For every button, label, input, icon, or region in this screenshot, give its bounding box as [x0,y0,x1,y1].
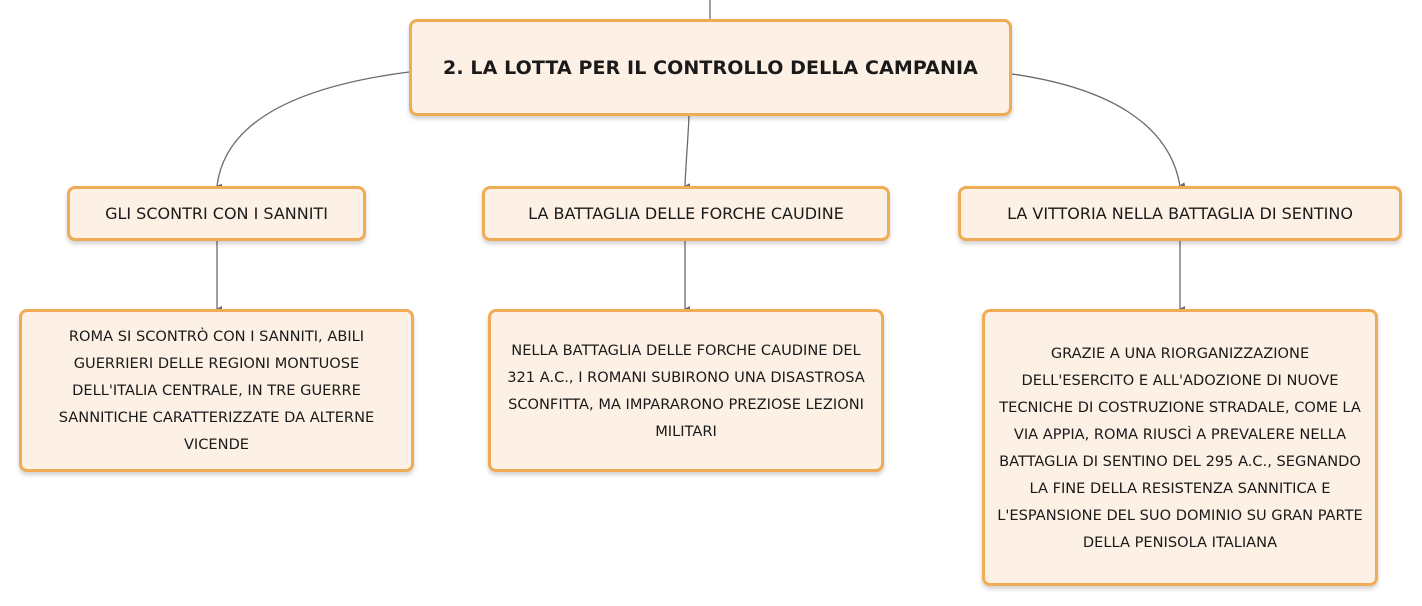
detail-node-scontri-sanniti[interactable]: ROMA SI SCONTRÒ CON I SANNITI, ABILI GUE… [19,309,414,472]
detail-node-text: NELLA BATTAGLIA DELLE FORCHE CAUDINE DEL… [507,341,865,440]
topic-node-vittoria-sentino[interactable]: LA VITTORIA NELLA BATTAGLIA DI SENTINO [958,186,1402,241]
detail-node-text: GRAZIE A UNA RIORGANIZZAZIONE DELL'ESERC… [997,344,1363,551]
topic-node-title: LA BATTAGLIA DELLE FORCHE CAUDINE [528,204,844,223]
topic-node-forche-caudine[interactable]: LA BATTAGLIA DELLE FORCHE CAUDINE [482,186,890,241]
topic-node-title: GLI SCONTRI CON I SANNITI [105,204,328,223]
detail-node-text: ROMA SI SCONTRÒ CON I SANNITI, ABILI GUE… [58,328,375,453]
connector-root-topic-1 [216,71,410,190]
topic-node-scontri-sanniti[interactable]: GLI SCONTRI CON I SANNITI [67,186,366,241]
root-node-title: 2. LA LOTTA PER IL CONTROLLO DELLA CAMPA… [443,56,978,79]
detail-node-forche-caudine[interactable]: NELLA BATTAGLIA DELLE FORCHE CAUDINE DEL… [488,309,884,472]
detail-node-vittoria-sentino[interactable]: GRAZIE A UNA RIORGANIZZAZIONE DELL'ESERC… [982,309,1378,586]
connector-root-topic-2 [684,115,691,190]
topic-node-title: LA VITTORIA NELLA BATTAGLIA DI SENTINO [1007,204,1353,223]
root-node[interactable]: 2. LA LOTTA PER IL CONTROLLO DELLA CAMPA… [409,19,1012,116]
connector-root-topic-3 [1011,73,1186,189]
